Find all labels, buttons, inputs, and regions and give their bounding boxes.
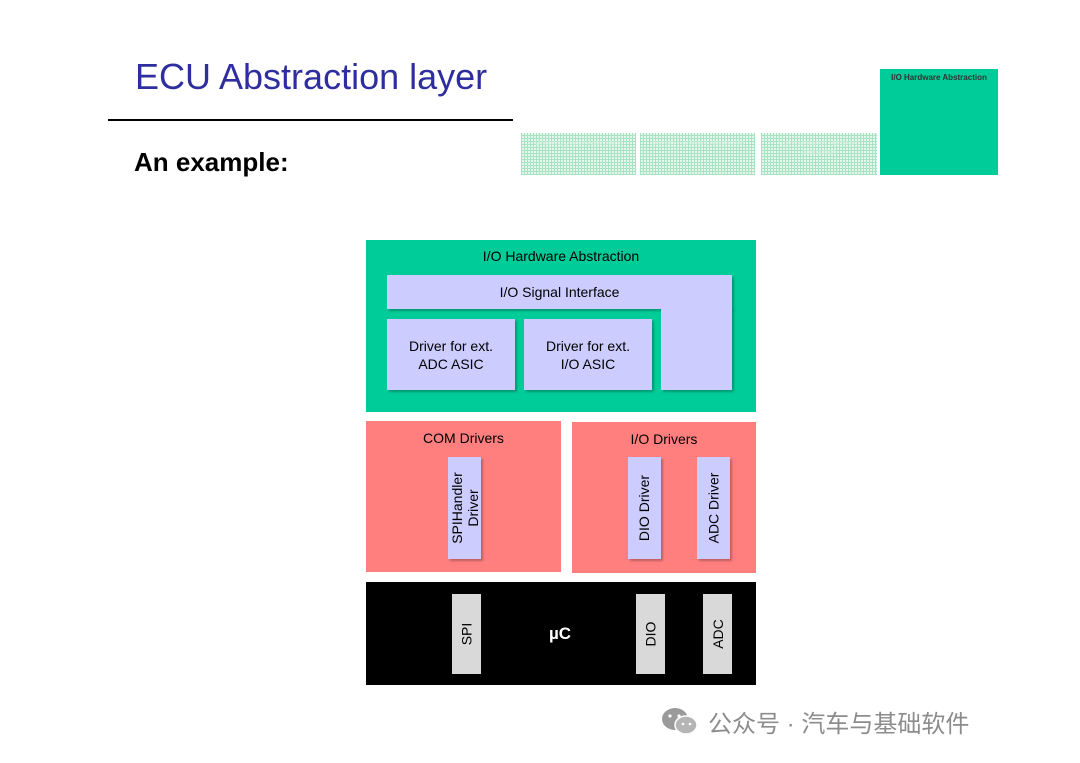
dio-peripheral: DIO [636, 594, 665, 674]
watermark: 公众号 · 汽车与基础软件 [660, 704, 969, 739]
wechat-icon [662, 707, 698, 735]
driver-ext-adc-asic-label: Driver for ext. ADC ASIC [408, 337, 493, 372]
spi-peripheral: SPI [452, 594, 481, 674]
spihandler-driver-label: SPIHandler Driver [449, 472, 481, 544]
slide-title: ECU Abstraction layer [135, 56, 488, 97]
thumbnail-io-label: I/O Hardware Abstraction [891, 73, 987, 82]
dio-driver: DIO Driver [628, 457, 661, 559]
spihandler-driver: SPIHandler Driver [448, 457, 481, 559]
thumbnail-io-hardware-abstraction: I/O Hardware Abstraction [880, 69, 998, 175]
driver-ext-io-asic: Driver for ext. I/O ASIC [524, 319, 652, 390]
io-hardware-abstraction-label: I/O Hardware Abstraction [482, 248, 640, 264]
io-signal-interface-label: I/O Signal Interface [499, 284, 620, 300]
driver-ext-io-asic-label: Driver for ext. I/O ASIC [545, 337, 630, 372]
title-divider [108, 119, 513, 121]
watermark-text: 公众号 · 汽车与基础软件 [708, 711, 970, 738]
dio-driver-label: DIO Driver [636, 474, 653, 542]
thumbnail-onboard-device: Onboard Device Abstraction [521, 133, 636, 175]
com-drivers-label: COM Drivers [423, 430, 504, 446]
io-signal-interface: I/O Signal Interface [387, 275, 732, 309]
io-signal-interface-extension [661, 308, 732, 390]
spihandler-driver-text: SPIHandler Driver [448, 472, 481, 544]
adc-driver-label: ADC Driver [705, 472, 722, 544]
driver-ext-adc-asic: Driver for ext. ADC ASIC [387, 319, 515, 390]
slide-subtitle: An example: [134, 147, 289, 177]
spi-peripheral-label: SPI [458, 622, 475, 646]
io-drivers-label: I/O Drivers [630, 431, 698, 447]
adc-peripheral-label: ADC [709, 619, 726, 649]
thumbnail-memory-hardware: Memory Hardware Abstraction [640, 133, 755, 175]
adc-driver: ADC Driver [697, 457, 730, 559]
adc-peripheral: ADC [703, 594, 732, 674]
microcontroller-block [366, 582, 756, 685]
microcontroller-label: µC [548, 624, 572, 643]
thumbnail-communication-hardware: Communication Hardware Abstraction [761, 133, 877, 175]
dio-peripheral-label: DIO [642, 621, 659, 647]
